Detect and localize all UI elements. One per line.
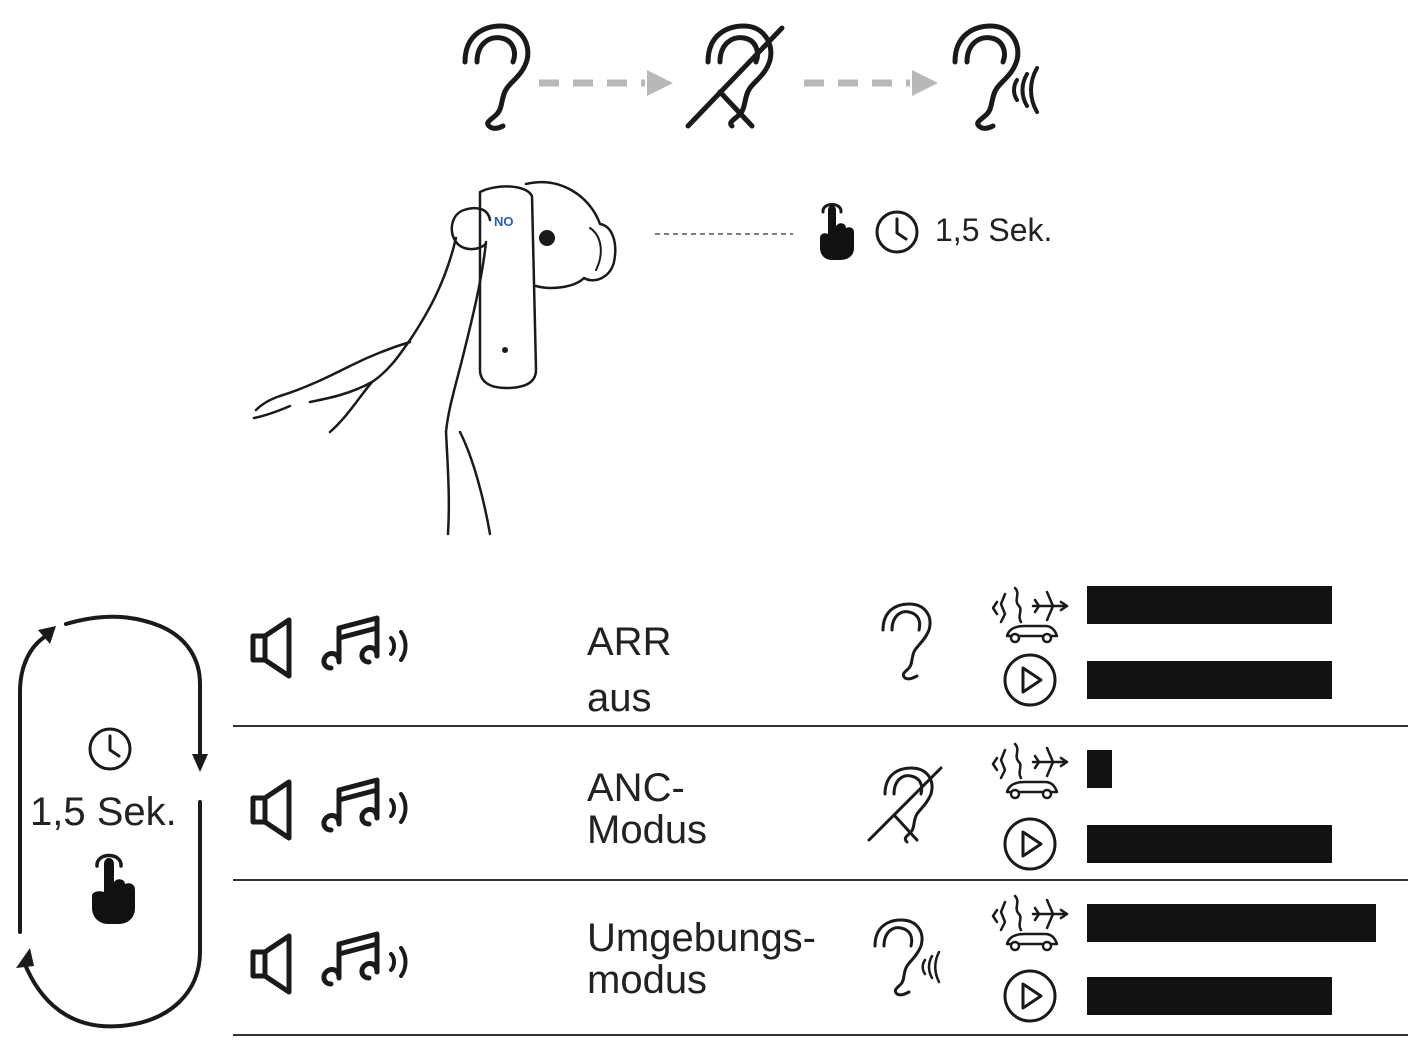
mode-row: ARR aus <box>235 586 1410 726</box>
dashed-arrow-1 <box>539 70 673 96</box>
playback-level-bar <box>1087 825 1332 863</box>
noise-sources-icon <box>991 894 1069 952</box>
clock-icon <box>875 210 919 254</box>
ear-sound-icon <box>952 23 1039 131</box>
mode-label-line2: modus <box>587 958 708 1002</box>
music-note-icon <box>321 777 408 833</box>
cycle-tap-hand-icon <box>92 853 135 924</box>
mode-label-line1: ARR <box>587 620 672 664</box>
cycle-arrows-icon <box>16 614 208 1029</box>
row-divider <box>233 1034 1408 1036</box>
play-icon <box>1003 817 1057 871</box>
dashed-arrow-2 <box>804 70 938 96</box>
noise-sources-icon <box>991 742 1069 800</box>
dotted-connector <box>655 233 793 235</box>
mode-row: Umgebungs- modus <box>235 882 1410 1034</box>
cycle-duration-label: 1,5 Sek. <box>30 790 177 834</box>
mode-label-line1: ANC- <box>587 766 685 810</box>
playback-level-bar <box>1087 661 1332 699</box>
music-note-icon <box>321 931 408 987</box>
row-divider <box>233 879 1408 881</box>
hold-duration-label: 1,5 Sek. <box>935 212 1053 248</box>
playback-level-bar <box>1087 977 1332 1015</box>
mode-label-line1: Umgebungs- <box>587 916 817 960</box>
ear-icon <box>881 602 932 681</box>
row-divider <box>233 725 1408 727</box>
ear-icon <box>462 23 531 131</box>
noise-level-bar <box>1087 904 1376 942</box>
ear-crossed-icon <box>867 766 943 844</box>
play-icon <box>1003 653 1057 707</box>
tap-hand-icon <box>820 203 854 260</box>
noise-sources-icon <box>991 586 1069 644</box>
speaker-icon <box>250 779 292 841</box>
mode-label-line2: aus <box>587 676 652 720</box>
ear-sound-icon <box>873 918 941 997</box>
speaker-icon <box>250 933 292 995</box>
cycle-clock-icon <box>88 727 132 771</box>
play-icon <box>1003 969 1057 1023</box>
earbud-hand-illustration: NO <box>252 181 617 536</box>
speaker-icon <box>250 617 292 679</box>
noise-level-bar <box>1087 750 1112 788</box>
svg-text:NO: NO <box>494 214 514 229</box>
mode-label-line2: Modus <box>587 808 708 852</box>
mode-row: ANC- Modus <box>235 728 1410 878</box>
noise-level-bar <box>1087 586 1332 624</box>
music-note-icon <box>321 615 408 671</box>
ear-crossed-icon <box>685 23 785 129</box>
